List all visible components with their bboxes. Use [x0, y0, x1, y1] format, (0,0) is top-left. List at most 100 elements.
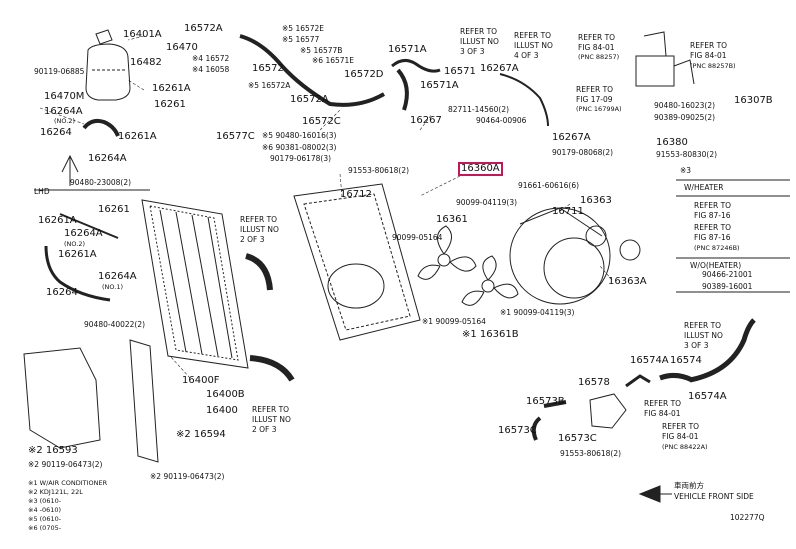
arrow-up-icon: [61, 154, 79, 186]
part-label[interactable]: 90464-00906: [476, 116, 527, 125]
part-label[interactable]: 16573C: [498, 425, 537, 436]
part-label[interactable]: 91553-80618(2): [560, 449, 622, 458]
part-label[interactable]: 16578: [578, 377, 610, 388]
refer-note: (PNC 88257): [578, 53, 620, 61]
part-label[interactable]: ※1 16361B: [462, 329, 519, 340]
part-label[interactable]: 90480-16023(2): [654, 101, 716, 110]
part-label[interactable]: 16572: [252, 63, 284, 74]
part-label[interactable]: 16361: [436, 214, 468, 225]
part-label[interactable]: 16267: [410, 115, 442, 126]
refer-note: FIG 87-16: [694, 211, 731, 220]
part-label[interactable]: 82711-14560(2): [448, 105, 510, 114]
part-label[interactable]: 91553-80618(2): [348, 166, 410, 175]
hose-16267-icon: [499, 73, 549, 127]
part-label[interactable]: 16482: [130, 57, 162, 68]
thermostat-housing-icon: [589, 393, 627, 429]
vehicle-front-label: VEHICLE FRONT SIDE: [674, 492, 754, 501]
part-label[interactable]: 90119-06885: [34, 67, 85, 76]
part-label[interactable]: ※2 90119-06473(2): [150, 472, 225, 481]
part-label[interactable]: ※5 16577: [282, 35, 320, 44]
part-label[interactable]: ※5 16577B: [300, 46, 343, 55]
refer-note: (PNC 87246B): [694, 244, 740, 252]
refer-note: FIG 84-01: [662, 432, 699, 441]
part-label[interactable]: 90389-09025(2): [654, 113, 716, 122]
part-label[interactable]: 16470: [166, 42, 198, 53]
part-label[interactable]: ※4 16058: [192, 65, 230, 74]
part-label[interactable]: 16573C: [558, 433, 597, 444]
part-label[interactable]: 90179-08068(2): [552, 148, 614, 157]
part-label[interactable]: ※2 16594: [176, 429, 226, 440]
part-label[interactable]: ※5 16572A: [248, 81, 291, 90]
part-label[interactable]: 16261A: [38, 215, 77, 226]
part-label[interactable]: 16711: [552, 206, 584, 217]
figure-id: 102277Q: [730, 513, 765, 522]
part-label[interactable]: 16261: [98, 204, 130, 215]
part-note: (NO.2): [64, 240, 85, 248]
part-label[interactable]: 16261A: [152, 83, 191, 94]
refer-note: REFER TO: [684, 321, 722, 330]
part-label[interactable]: 16264A: [98, 271, 137, 282]
part-label[interactable]: 16572C: [302, 116, 341, 127]
part-label[interactable]: 16400F: [182, 375, 220, 386]
part-label[interactable]: 16264: [40, 127, 72, 138]
refer-note: FIG 87-16: [694, 233, 731, 242]
part-label[interactable]: 16574A: [630, 355, 669, 366]
part-label[interactable]: 90480-23008(2): [70, 178, 132, 187]
part-label[interactable]: 16267A: [552, 132, 591, 143]
part-label[interactable]: 16267A: [480, 63, 519, 74]
refer-note: REFER TO: [514, 31, 552, 40]
part-label[interactable]: ※6 90381-08002(3): [262, 143, 337, 152]
refer-note: (PNC 88422A): [662, 443, 708, 451]
part-label[interactable]: 16380: [656, 137, 688, 148]
part-label[interactable]: 16577C: [216, 131, 255, 142]
part-label[interactable]: 16363: [580, 195, 612, 206]
part-label[interactable]: 16400: [206, 405, 238, 416]
highlighted-part-label[interactable]: 16360A: [458, 162, 503, 176]
part-label[interactable]: 16261A: [58, 249, 97, 260]
part-label[interactable]: 91553-80830(2): [656, 150, 718, 159]
part-label[interactable]: 90099-04119(3): [456, 198, 518, 207]
part-label[interactable]: 90480-40022(2): [84, 320, 146, 329]
part-label[interactable]: 16401A: [123, 29, 162, 40]
part-label[interactable]: 90389-16001: [702, 282, 753, 291]
part-label[interactable]: 91661-60616(6): [518, 181, 580, 190]
part-label[interactable]: 16571A: [420, 80, 459, 91]
refer-note: 3 OF 3: [460, 47, 485, 56]
part-label[interactable]: ※5 90480-16016(3): [262, 131, 337, 140]
part-label[interactable]: 90466-21001: [702, 270, 753, 279]
part-note: (NO.1): [102, 283, 123, 291]
part-label[interactable]: 16572D: [344, 69, 384, 80]
refer-note: ILLUST NO: [240, 225, 279, 234]
part-label[interactable]: 16264: [46, 287, 78, 298]
part-label[interactable]: ※4 16572: [192, 54, 230, 63]
part-label[interactable]: 16574: [670, 355, 702, 366]
part-label[interactable]: 16264A: [88, 153, 127, 164]
part-label[interactable]: 16363A: [608, 276, 647, 287]
part-label[interactable]: 16307B: [734, 95, 773, 106]
part-label[interactable]: 16470M: [44, 91, 85, 102]
part-label[interactable]: 16574A: [688, 391, 727, 402]
part-label[interactable]: ※6 16571E: [312, 56, 355, 65]
part-label[interactable]: ※5 16572E: [282, 24, 325, 33]
part-label[interactable]: ※2 16593: [28, 445, 78, 456]
part-label[interactable]: 16572A: [184, 23, 223, 34]
refer-note: REFER TO: [240, 215, 278, 224]
part-label[interactable]: 16572A: [290, 94, 329, 105]
part-label[interactable]: 16400B: [206, 389, 245, 400]
part-label[interactable]: 16264A: [44, 106, 83, 117]
part-label[interactable]: 16571: [444, 66, 476, 77]
part-label[interactable]: 16261A: [118, 131, 157, 142]
part-label[interactable]: ※1 90099-05164: [422, 317, 486, 326]
part-label[interactable]: 16264A: [64, 228, 103, 239]
part-label[interactable]: ※1 90099-04119(3): [500, 308, 575, 317]
part-label[interactable]: 16261: [154, 99, 186, 110]
part-label[interactable]: 90099-05164: [392, 233, 443, 242]
refer-note: 4 OF 3: [514, 51, 539, 60]
heater-module-icon: [635, 31, 695, 87]
part-label[interactable]: 16573B: [526, 396, 565, 407]
part-label[interactable]: 16571A: [388, 44, 427, 55]
part-label[interactable]: 90179-06178(3): [270, 154, 332, 163]
radiator-icon: [141, 199, 249, 369]
part-label[interactable]: 16712: [340, 189, 372, 200]
part-label[interactable]: ※2 90119-06473(2): [28, 460, 103, 469]
